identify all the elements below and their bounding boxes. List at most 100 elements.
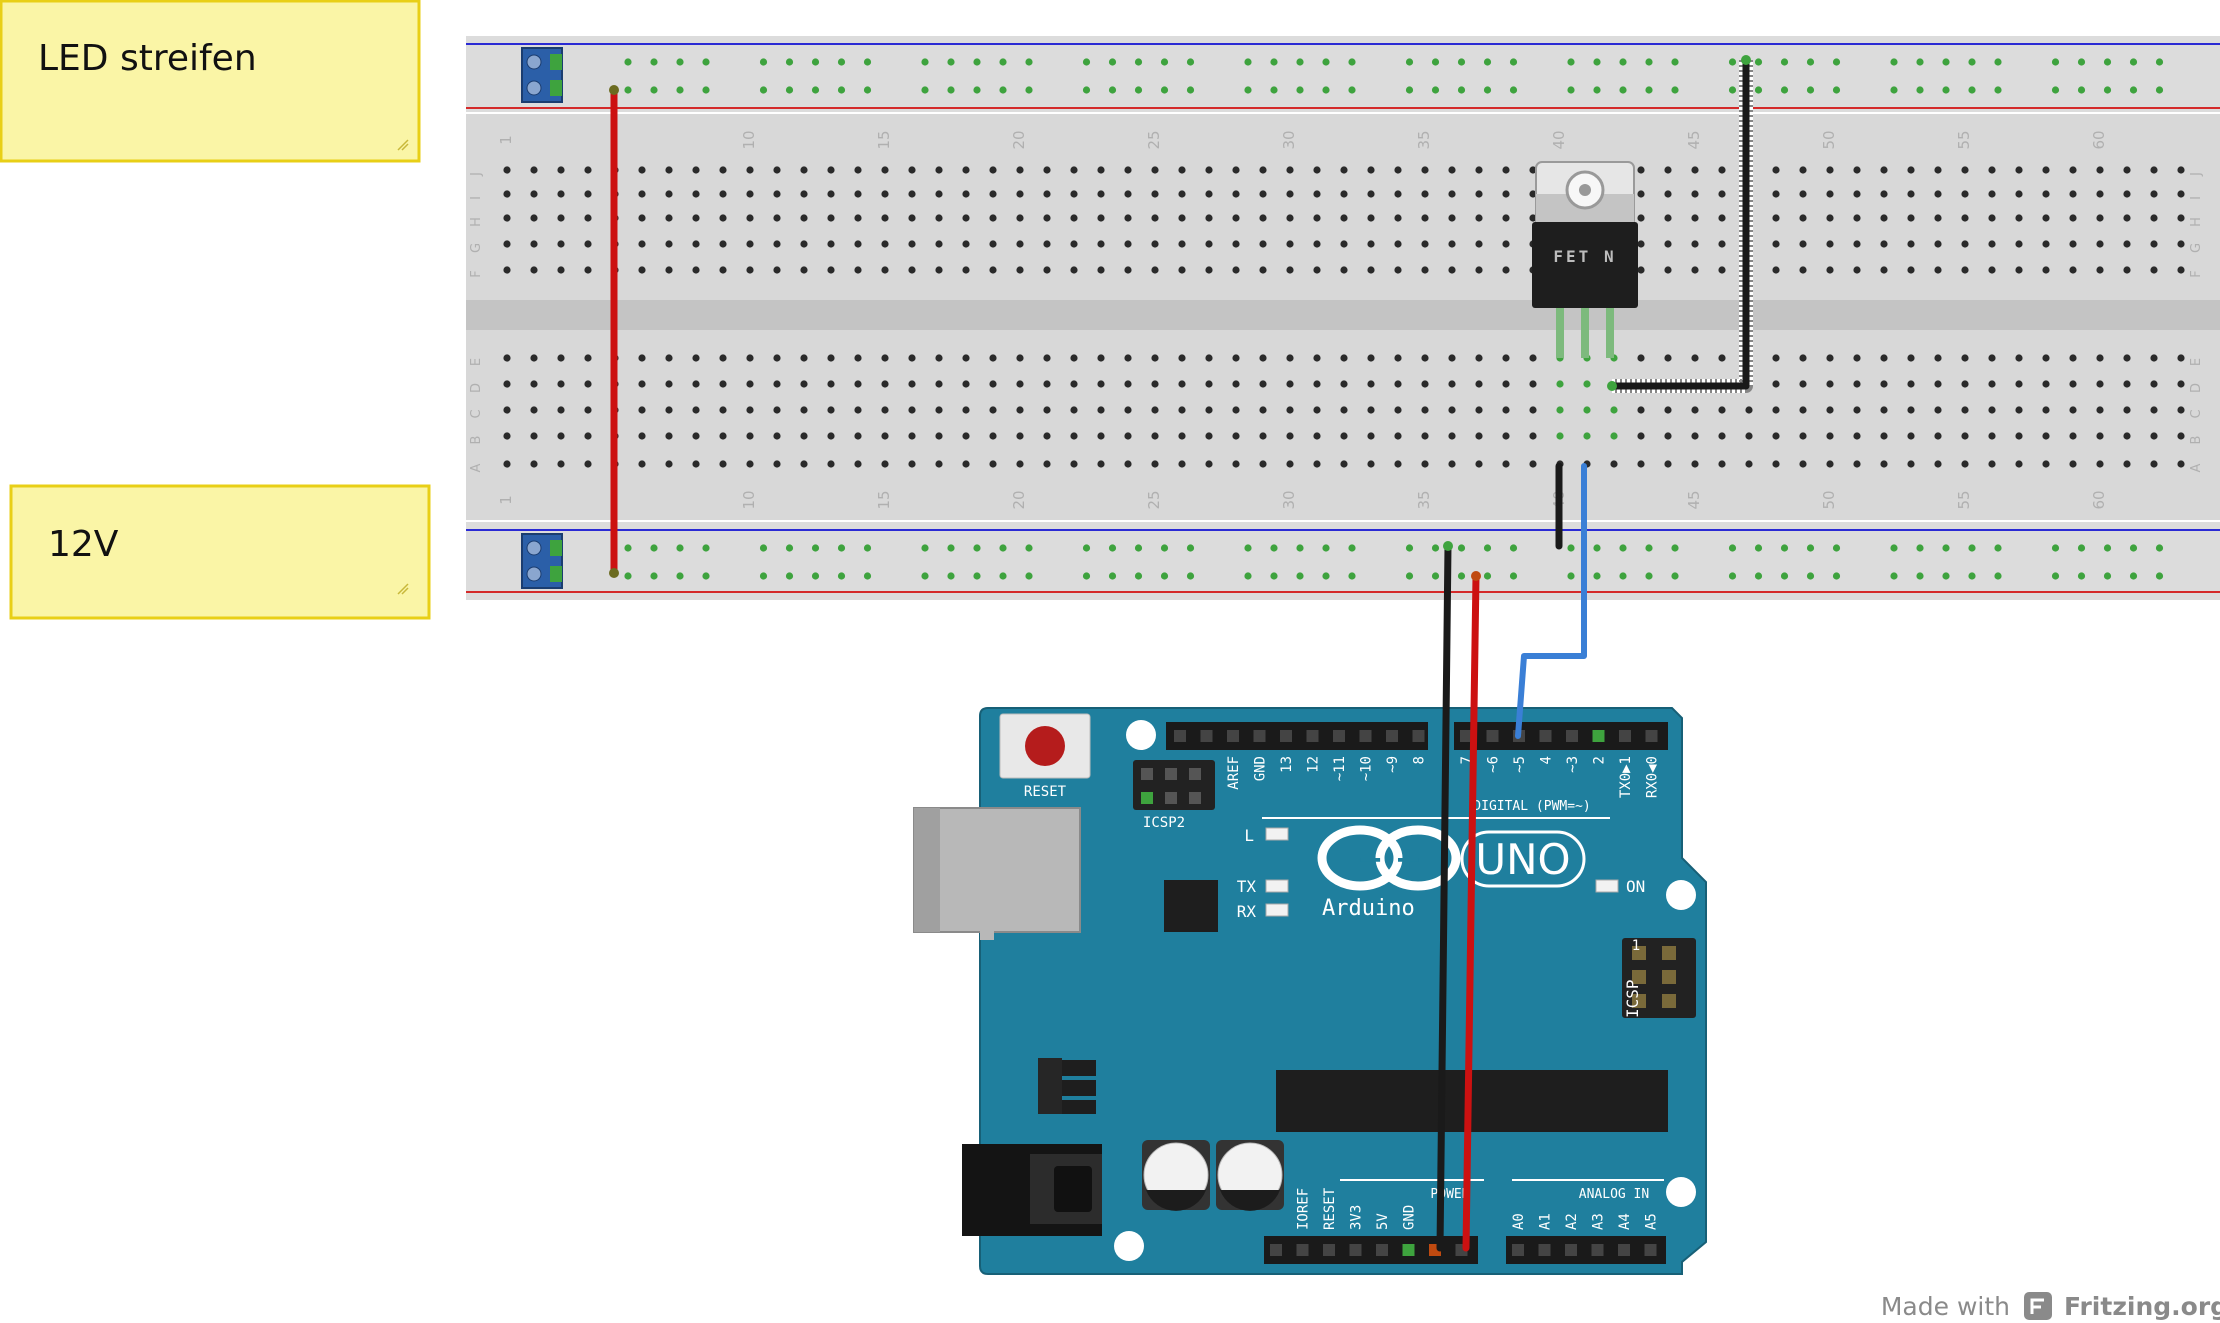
breadboard-hole [1799, 380, 1807, 388]
breadboard-hole [908, 266, 916, 274]
breadboard-hole [908, 190, 916, 198]
rail-hole [1832, 58, 1841, 66]
header-pin [1359, 730, 1372, 742]
breadboard-hole [908, 460, 916, 468]
breadboard-hole [962, 380, 970, 388]
breadboard-hole [1934, 432, 1942, 440]
breadboard-hole [1070, 380, 1078, 388]
breadboard-hole [1313, 406, 1321, 414]
rail-hole [1322, 572, 1330, 580]
wire-black-gnd[interactable] [1436, 542, 1452, 1252]
rail-hole [1728, 572, 1737, 580]
breadboard-hole [2015, 380, 2023, 388]
rail-hole [973, 58, 981, 66]
breadboard-hole [1232, 240, 1240, 248]
breadboard-hole [962, 354, 970, 362]
breadboard-hole [1151, 406, 1159, 414]
fritzing-credit[interactable]: Made with Fritzing.org [1881, 1292, 2220, 1321]
breadboard-hole [1205, 432, 1213, 440]
note-led-strip[interactable]: LED streifen [0, 0, 421, 163]
wire-red-12v[interactable] [1462, 572, 1480, 1252]
breadboard-hole [1907, 406, 1915, 414]
breadboard-hole [1880, 380, 1888, 388]
breadboard-hole [854, 266, 862, 274]
rail-hole [2051, 86, 2060, 94]
breadboard-hole [584, 406, 592, 414]
breadboard-hole [2069, 406, 2077, 414]
breadboard-hole [1394, 354, 1402, 362]
digital-pin-label: TX0▶1 [1618, 756, 1634, 798]
rail-hole [2077, 572, 2086, 580]
breadboard-hole [962, 432, 970, 440]
breadboard-hole [1367, 266, 1375, 274]
power-jack [962, 1144, 1102, 1236]
usb-connector [913, 807, 1081, 940]
board-outline [979, 707, 1707, 1275]
breadboard-hole [746, 432, 754, 440]
rail-hole [2155, 86, 2164, 94]
breadboard-hole [530, 240, 538, 248]
breadboard-hole [1988, 214, 1996, 222]
breadboard-hole [1475, 266, 1483, 274]
rail-hole [1348, 58, 1356, 66]
reset-label: RESET [1024, 784, 1067, 800]
breadboard-hole [1799, 214, 1807, 222]
header-pin [1141, 792, 1153, 804]
n-fet-transistor[interactable]: FET N [1532, 161, 1638, 358]
row-letter: H [2189, 217, 2204, 227]
breadboard-hole [1988, 266, 1996, 274]
rail-hole [837, 544, 846, 552]
breadboard-hole [989, 380, 997, 388]
breadboard-hole [1799, 354, 1807, 362]
rail-hole [702, 572, 710, 580]
column-number: 10 [740, 490, 758, 509]
rail-hole [1025, 86, 1033, 94]
breadboard-hole [2015, 406, 2023, 414]
rail-hole [921, 544, 929, 552]
breadboard-hole [530, 406, 538, 414]
breadboard-hole [1529, 380, 1537, 388]
breadboard-hole [1718, 266, 1726, 274]
breadboard-hole [665, 190, 673, 198]
reset-button[interactable] [999, 713, 1091, 779]
note-12v[interactable]: 12V [9, 484, 431, 620]
breadboard-hole [935, 380, 943, 388]
breadboard-hole [881, 214, 889, 222]
breadboard-hole [1853, 190, 1861, 198]
breadboard-hole [1043, 266, 1051, 274]
breadboard-hole [773, 432, 781, 440]
header-pin [1386, 730, 1398, 742]
breadboard-hole [1151, 214, 1159, 222]
breadboard-hole [1691, 460, 1699, 468]
led-rx-label: RX [1237, 902, 1257, 921]
wire-blue-pwm[interactable] [1515, 463, 1587, 739]
rail-hole [785, 572, 794, 580]
mounting-hole [1126, 720, 1156, 750]
column-number: 15 [875, 490, 893, 509]
header-pin [1645, 730, 1658, 742]
icsp-header [1622, 938, 1696, 1018]
rail-hole [1780, 544, 1789, 552]
breadboard-hole [1232, 166, 1240, 174]
breadboard-hole [1934, 354, 1942, 362]
breadboard-hole [1097, 190, 1105, 198]
rail-hole [650, 572, 658, 580]
rail-hole [1806, 572, 1815, 580]
breadboard-hole [1880, 460, 1888, 468]
digital-pin-label: AREF [1226, 756, 1242, 790]
breadboard-hole [1205, 266, 1213, 274]
breadboard-hole [1313, 190, 1321, 198]
wire-black-drain-selected[interactable] [1607, 55, 1753, 393]
led-tx-label: TX [1237, 877, 1257, 896]
breadboard-hole [2096, 460, 2104, 468]
breadboard-hole [1232, 432, 1240, 440]
breadboard-hole [1205, 460, 1213, 468]
breadboard-hole [584, 380, 592, 388]
rail-hole [863, 58, 872, 66]
rail-hole [2077, 544, 2086, 552]
rail-hole [676, 572, 684, 580]
breadboard-hole [2042, 266, 2050, 274]
breadboard-hole [530, 266, 538, 274]
screw-terminal-top [521, 47, 563, 103]
